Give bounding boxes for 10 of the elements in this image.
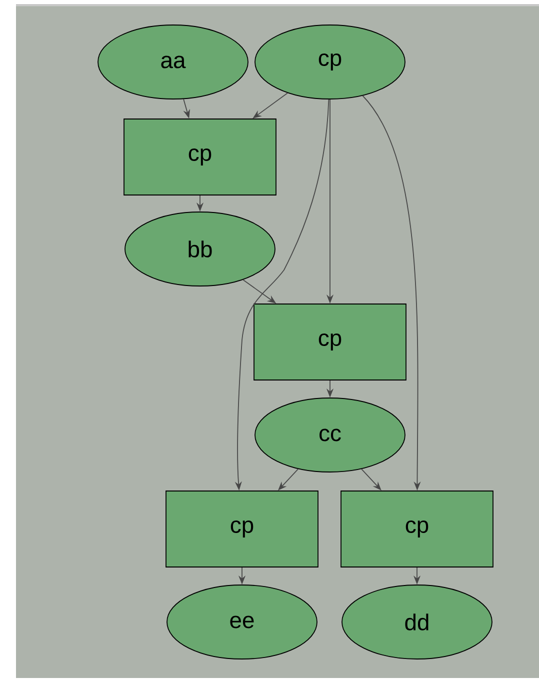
process-box: cp (124, 118, 276, 196)
ellipse-node: dd (342, 584, 492, 660)
ellipse-node: bb (124, 212, 276, 286)
ellipse-node: cp (254, 24, 406, 100)
ellipse-node: ee (166, 584, 318, 660)
ellipse-node: aa (98, 24, 248, 100)
process-box: cp (254, 304, 406, 380)
ellipse-node: cc (254, 398, 406, 472)
process-box: cp (340, 490, 494, 568)
process-box: cp (166, 490, 318, 568)
